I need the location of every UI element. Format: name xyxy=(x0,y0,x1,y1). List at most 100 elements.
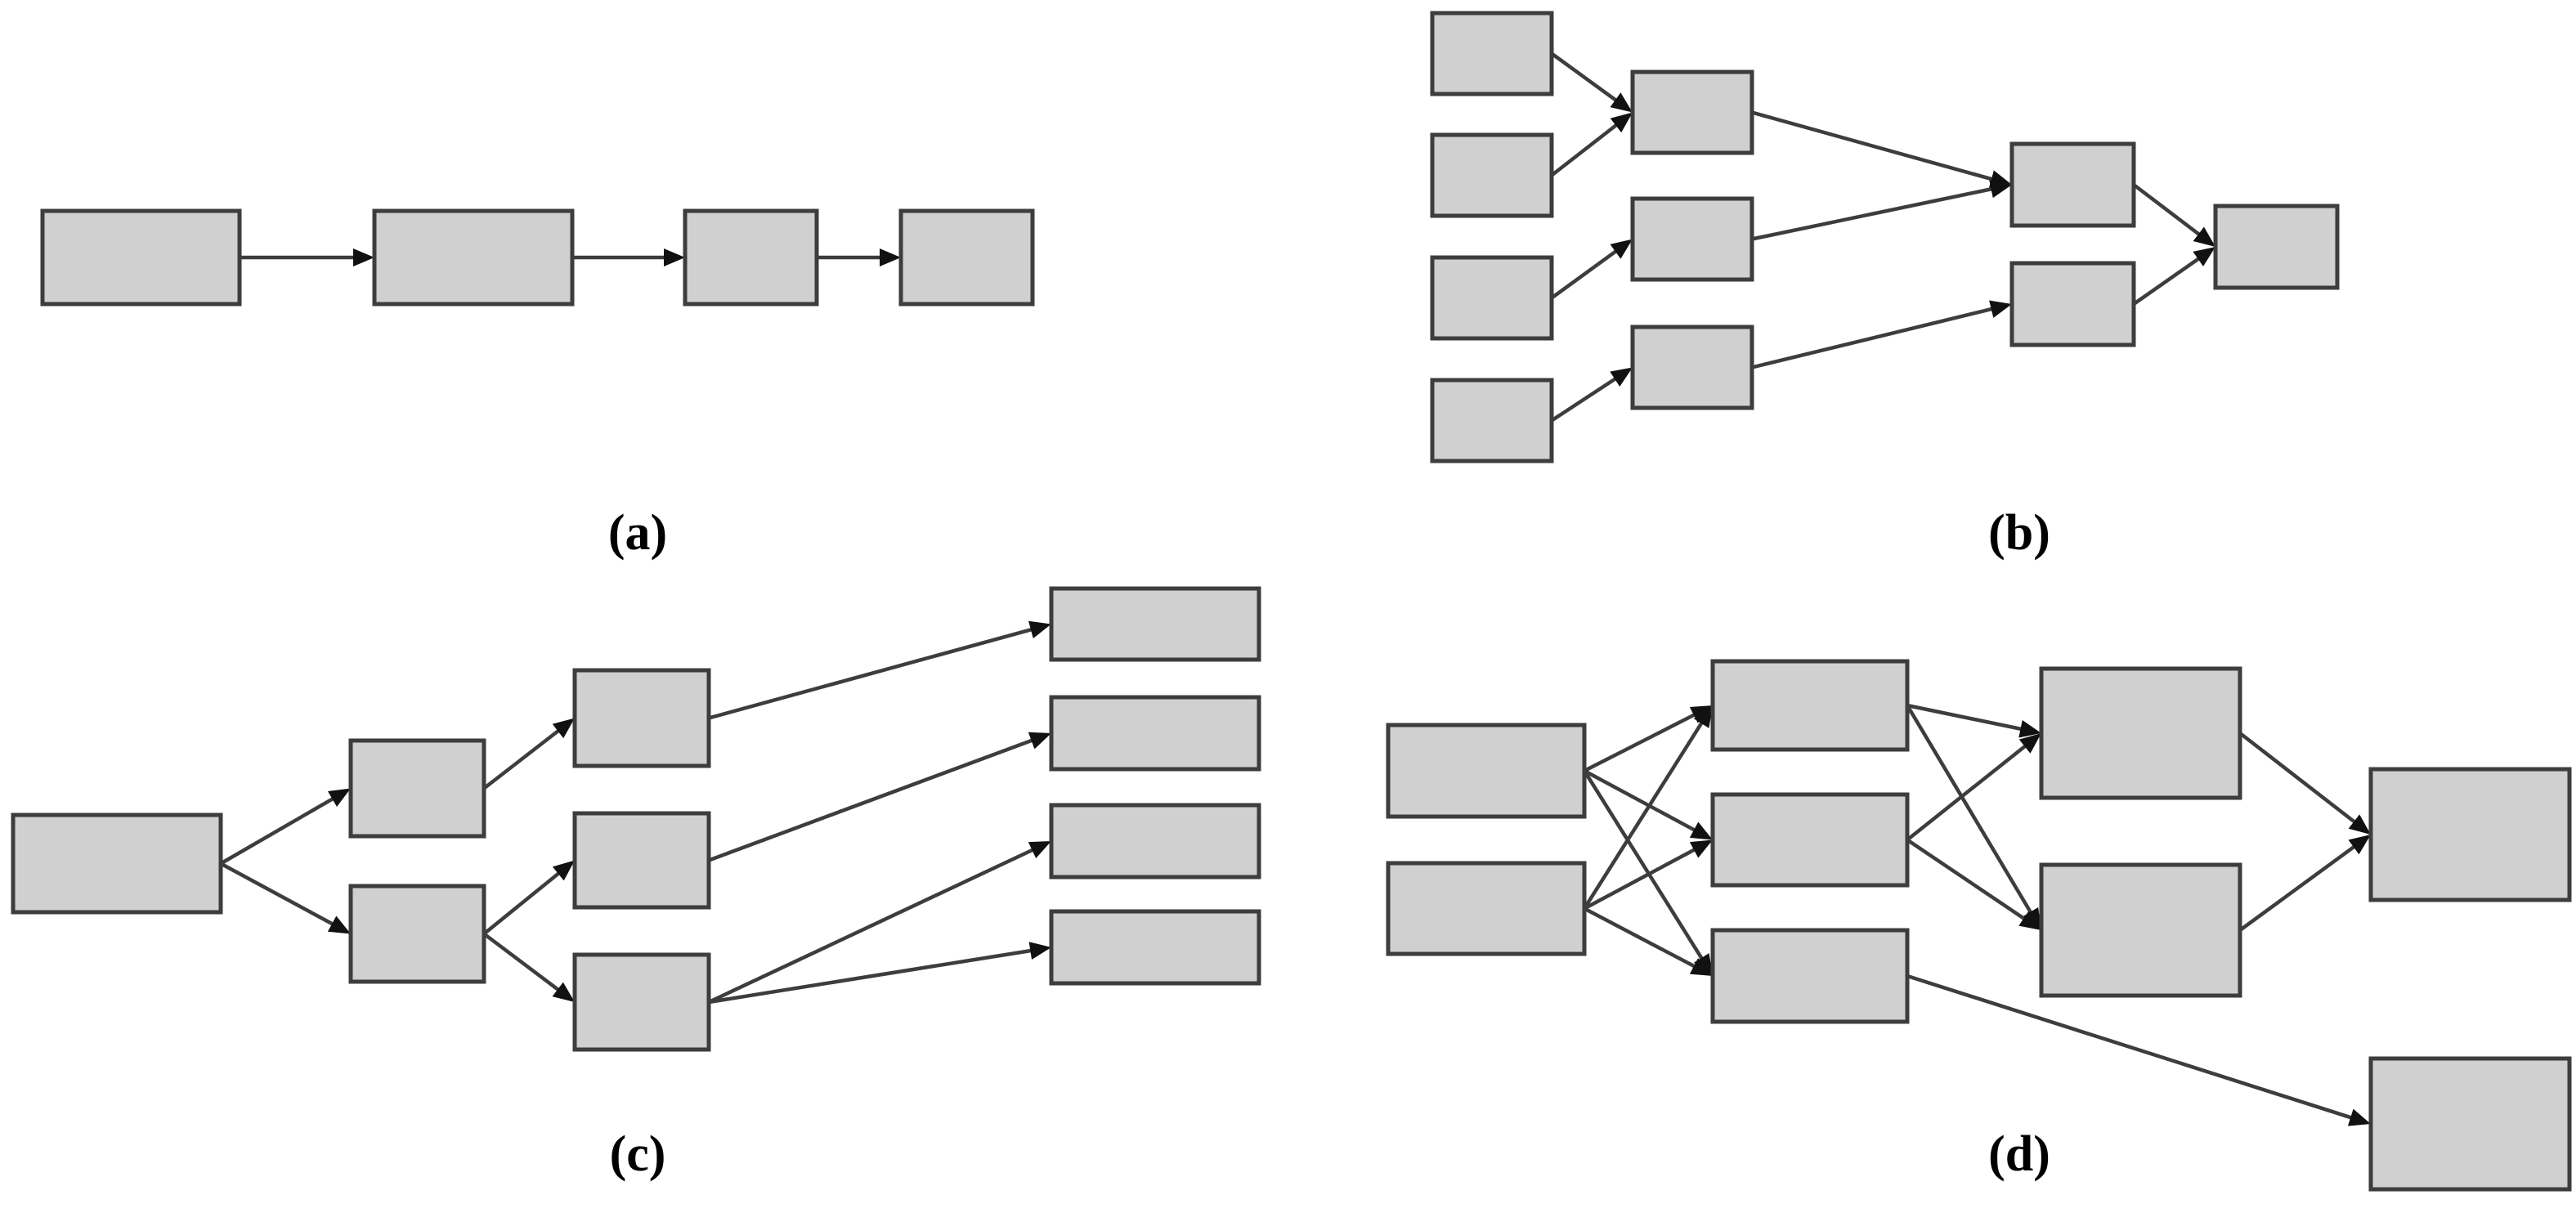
node-box-b9[interactable] xyxy=(2009,261,2136,347)
node-box-d5[interactable] xyxy=(1710,928,1910,1024)
node-box-a1[interactable] xyxy=(40,208,242,307)
nodes-layer xyxy=(11,11,2572,1192)
edge-c5-to-c8 xyxy=(708,732,1051,862)
node-box-c8[interactable] xyxy=(1049,695,1261,772)
edge-b9-to-b10 xyxy=(2132,247,2215,306)
node-box-a3[interactable] xyxy=(683,208,819,307)
edge-b1-to-b5 xyxy=(1550,51,1633,113)
arrow-head-icon xyxy=(552,718,575,739)
arrow-head-icon xyxy=(2193,226,2215,247)
edge-d3-to-d6 xyxy=(1906,703,2041,738)
edge-a1-to-a2 xyxy=(240,248,374,266)
edge-line xyxy=(1751,110,1996,182)
arrow-head-icon xyxy=(1028,732,1051,750)
edge-line xyxy=(1550,51,1620,104)
edge-d2-to-d5 xyxy=(1583,906,1713,976)
arrow-head-icon xyxy=(2348,814,2371,835)
edge-b3-to-b6 xyxy=(1550,239,1633,300)
arrow-head-icon xyxy=(2193,247,2215,266)
node-box-d3[interactable] xyxy=(1710,659,1910,752)
edge-line xyxy=(708,737,1036,862)
panel-label-b: (b) xyxy=(1988,505,2050,561)
node-box-c2[interactable] xyxy=(348,738,486,839)
edge-line xyxy=(482,932,562,993)
edge-d2-to-d3 xyxy=(1583,705,1713,910)
edge-c6-to-c9 xyxy=(708,841,1051,1005)
edge-c2-to-c4 xyxy=(482,718,575,790)
edge-line xyxy=(1550,248,1620,300)
edge-line xyxy=(1906,838,2028,922)
edge-line xyxy=(2238,732,2358,826)
edge-c3-to-c5 xyxy=(482,860,575,936)
panel-label-a: (a) xyxy=(608,505,667,561)
node-box-b5[interactable] xyxy=(1630,69,1754,155)
edge-a2-to-a3 xyxy=(572,248,685,266)
panel-label-d: (d) xyxy=(1988,1126,2050,1182)
node-box-c1[interactable] xyxy=(11,812,223,915)
arrow-head-icon xyxy=(2018,911,2041,930)
node-box-d8[interactable] xyxy=(2368,767,2572,902)
node-box-c10[interactable] xyxy=(1049,909,1261,986)
node-box-c7[interactable] xyxy=(1049,586,1261,662)
edge-c1-to-c3 xyxy=(219,862,351,934)
arrow-head-icon xyxy=(1693,705,1713,728)
arrow-head-icon xyxy=(1028,620,1051,638)
edge-line xyxy=(1583,906,1698,969)
edge-line xyxy=(219,862,336,928)
edge-line xyxy=(1583,846,1698,911)
edge-line xyxy=(2132,255,2202,306)
edge-line xyxy=(2132,183,2202,238)
node-box-d1[interactable] xyxy=(1386,723,1587,819)
edge-line xyxy=(2238,844,2358,932)
node-box-c9[interactable] xyxy=(1049,803,1261,880)
node-box-b6[interactable] xyxy=(1630,196,1754,282)
arrow-head-icon xyxy=(1989,300,2012,318)
edge-a3-to-a4 xyxy=(817,248,901,266)
node-box-c6[interactable] xyxy=(572,952,711,1052)
node-box-c4[interactable] xyxy=(572,668,711,768)
arrow-head-icon xyxy=(664,248,685,266)
edge-d4-to-d7 xyxy=(1906,838,2041,930)
edge-b6-to-b8 xyxy=(1751,180,2012,241)
edge-line xyxy=(1906,703,2024,732)
node-box-b3[interactable] xyxy=(1430,255,1554,341)
arrow-head-icon xyxy=(2347,1108,2371,1126)
arrow-head-icon xyxy=(327,788,351,808)
edge-line xyxy=(482,727,562,790)
panel-label-c: (c) xyxy=(610,1126,666,1182)
edge-line xyxy=(708,627,1035,720)
edge-c6-to-c10 xyxy=(708,942,1051,1005)
node-box-d2[interactable] xyxy=(1386,861,1587,956)
node-box-b10[interactable] xyxy=(2213,204,2340,290)
edge-line xyxy=(219,795,337,866)
node-box-a4[interactable] xyxy=(898,208,1035,307)
node-box-c5[interactable] xyxy=(572,811,711,910)
node-box-b7[interactable] xyxy=(1630,325,1754,410)
arrow-head-icon xyxy=(1689,839,1713,858)
arrow-head-icon xyxy=(353,248,374,266)
edge-d6-to-d8 xyxy=(2238,732,2371,835)
edge-line xyxy=(1550,375,1619,423)
node-box-d9[interactable] xyxy=(2368,1056,2572,1192)
node-box-d4[interactable] xyxy=(1710,792,1910,888)
arrow-head-icon xyxy=(2018,733,2041,754)
panel-labels-layer: (a) (b) (c) (d) xyxy=(608,505,2050,1182)
edge-line xyxy=(1583,769,1705,962)
arrow-head-icon xyxy=(1610,112,1633,133)
node-box-b4[interactable] xyxy=(1430,378,1554,463)
edge-d4-to-d6 xyxy=(1906,733,2041,842)
node-box-d7[interactable] xyxy=(2039,862,2242,998)
node-box-b1[interactable] xyxy=(1430,11,1554,96)
arrow-head-icon xyxy=(1689,958,1713,976)
arrow-head-icon xyxy=(2018,719,2041,738)
arrow-head-icon xyxy=(1689,821,1713,840)
arrow-head-icon xyxy=(1989,180,2012,199)
node-box-b2[interactable] xyxy=(1430,132,1554,218)
edge-line xyxy=(1583,769,1698,834)
node-box-a2[interactable] xyxy=(372,208,575,307)
edge-b4-to-b7 xyxy=(1550,367,1633,423)
node-box-d6[interactable] xyxy=(2039,666,2242,800)
node-box-c3[interactable] xyxy=(348,884,486,984)
node-box-b8[interactable] xyxy=(2009,141,2136,228)
